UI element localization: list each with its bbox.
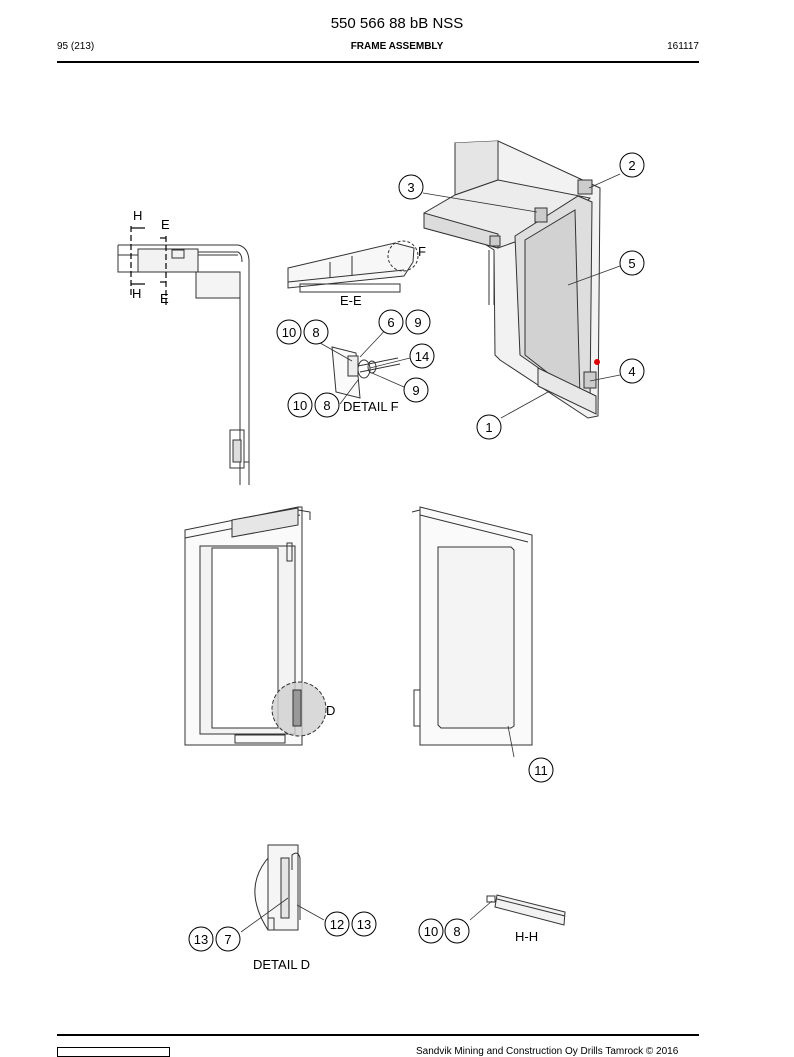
callout-13: 13 — [357, 917, 371, 932]
detail-d-label: DETAIL D — [253, 957, 310, 972]
callout-9: 9 — [414, 315, 421, 330]
callout-13: 13 — [194, 932, 208, 947]
section-e-label-bottom: E — [160, 291, 169, 306]
callout-balloon — [476, 414, 502, 440]
callout-1: 1 — [485, 420, 492, 435]
section-h-h-view — [486, 894, 566, 926]
callout-12: 12 — [330, 917, 344, 932]
callout-balloon — [188, 926, 214, 952]
callout-14: 14 — [415, 349, 429, 364]
footer-copyright: Sandvik Mining and Construction Oy Drill… — [416, 1046, 679, 1057]
callout-balloon — [287, 392, 313, 418]
footer-rule — [57, 1034, 699, 1036]
callout-8: 8 — [453, 924, 460, 939]
callout-balloon — [403, 377, 429, 403]
callout-10: 10 — [282, 325, 296, 340]
callout-8: 8 — [312, 325, 319, 340]
callout-8: 8 — [323, 398, 330, 413]
callout-balloon — [276, 319, 302, 345]
rear-view — [411, 506, 533, 746]
callout-balloon — [324, 911, 350, 937]
callout-balloon — [303, 319, 329, 345]
callout-3: 3 — [407, 180, 414, 195]
callout-balloon — [619, 152, 645, 178]
section-e-label-top: E — [161, 217, 170, 232]
callout-balloon — [619, 250, 645, 276]
callout-balloon — [619, 358, 645, 384]
callout-5: 5 — [628, 256, 635, 271]
callout-balloon — [215, 926, 241, 952]
callout-4: 4 — [628, 364, 635, 379]
front-view — [184, 506, 327, 746]
section-h-h-label: H-H — [515, 929, 538, 944]
section-h-label-bottom: H — [132, 286, 141, 301]
document-number: 550 566 88 bB NSS — [330, 15, 464, 32]
detail-d-view — [254, 844, 301, 931]
document-date: 161117 — [667, 41, 699, 52]
callout-balloon — [418, 918, 444, 944]
callout-balloon — [405, 309, 431, 335]
callout-balloon — [528, 757, 554, 783]
section-e-e-label: E-E — [340, 293, 362, 308]
callout-balloon — [398, 174, 424, 200]
callout-balloon — [378, 309, 404, 335]
detail-f-label: DETAIL F — [343, 399, 399, 414]
callout-10: 10 — [424, 924, 438, 939]
section-h-label-top: H — [133, 208, 142, 223]
header-rule — [57, 61, 699, 63]
page-number: 95 (213) — [57, 41, 95, 52]
detail-f-marker: F — [418, 244, 426, 259]
isometric-frame-view — [423, 140, 601, 419]
section-e-e-view — [287, 240, 419, 293]
callout-9: 9 — [412, 383, 419, 398]
side-section-view — [117, 244, 250, 485]
callout-10: 10 — [293, 398, 307, 413]
detail-f-view — [331, 346, 401, 399]
callout-balloon — [409, 343, 435, 369]
callout-balloon — [314, 392, 340, 418]
callout-balloon — [351, 911, 377, 937]
company-logo — [57, 1047, 170, 1057]
detail-d-marker: D — [326, 703, 335, 718]
callout-11: 11 — [534, 763, 548, 778]
callout-balloon — [444, 918, 470, 944]
callout-6: 6 — [387, 315, 394, 330]
callout-7: 7 — [224, 932, 231, 947]
page-title: FRAME ASSEMBLY — [350, 41, 444, 52]
callout-2: 2 — [628, 158, 635, 173]
